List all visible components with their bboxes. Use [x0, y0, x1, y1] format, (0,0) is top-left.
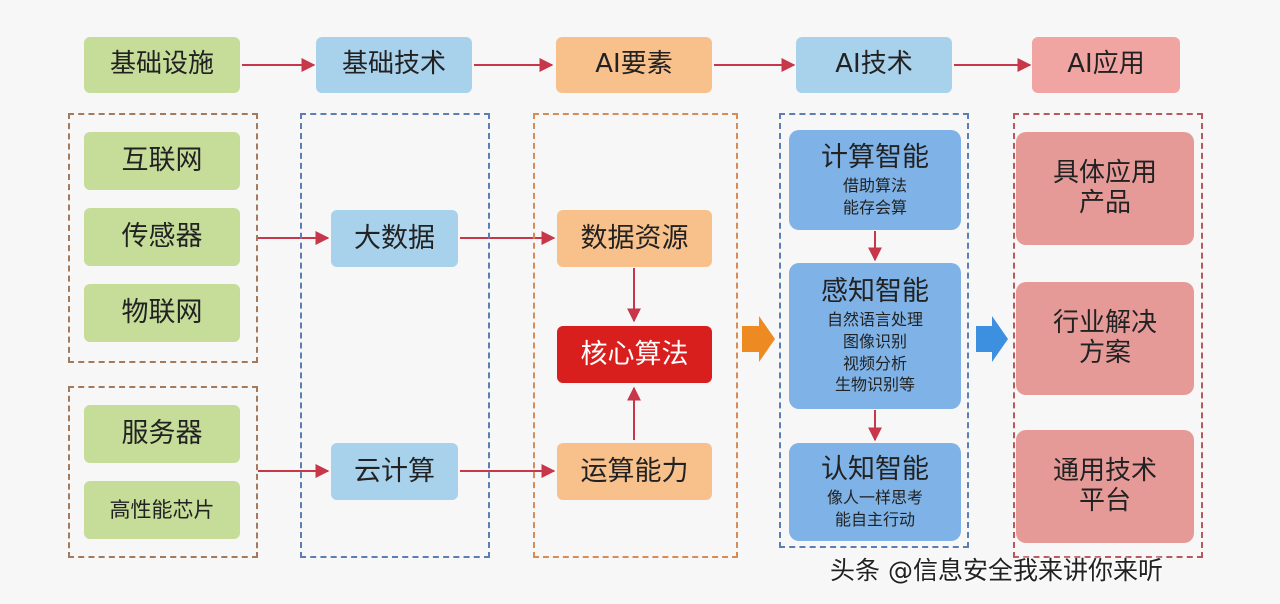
big-arrow-orange — [742, 316, 775, 362]
ai-tech-cognition-intelligence: 认知智能 像人一样思考 能自主行动 — [789, 443, 961, 541]
computing-intelligence-title: 计算智能 — [821, 141, 929, 173]
desc-line: 能存会算 — [842, 197, 907, 217]
base-tech-cloud: 云计算 — [331, 443, 458, 500]
infra-item-sensors: 传感器 — [84, 208, 240, 266]
infrastructure-group-2 — [68, 386, 258, 558]
desc-line: 图像识别 — [842, 331, 907, 351]
desc-line: 视频分析 — [842, 353, 907, 373]
header-base-tech: 基础技术 — [316, 37, 472, 93]
header-ai-elements: AI要素 — [556, 37, 712, 93]
infra-item-internet: 互联网 — [84, 132, 240, 190]
ai-element-data-resources: 数据资源 — [557, 210, 712, 267]
header-infrastructure: 基础设施 — [84, 37, 240, 93]
base-tech-container — [300, 113, 490, 558]
infra-item-chips: 高性能芯片 — [84, 481, 240, 539]
ai-tech-computing-intelligence: 计算智能 借助算法 能存会算 — [789, 130, 961, 230]
desc-line: 像人一样思考 — [826, 487, 923, 507]
ai-tech-perception-intelligence: 感知智能 自然语言处理 图像识别 视频分析 生物识别等 — [789, 263, 961, 409]
base-tech-big-data: 大数据 — [331, 210, 458, 267]
perception-intelligence-desc: 自然语言处理 图像识别 视频分析 生物识别等 — [827, 309, 923, 395]
desc-line: 能自主行动 — [834, 509, 915, 529]
desc-line: 借助算法 — [842, 175, 907, 195]
ai-app-platform: 通用技术 平台 — [1016, 430, 1194, 543]
cognition-intelligence-desc: 像人一样思考 能自主行动 — [827, 487, 923, 530]
infra-item-iot: 物联网 — [84, 284, 240, 342]
ai-app-solutions: 行业解决 方案 — [1016, 282, 1194, 395]
infra-item-servers: 服务器 — [84, 405, 240, 463]
header-ai-tech: AI技术 — [796, 37, 952, 93]
desc-line: 自然语言处理 — [826, 310, 923, 330]
ai-element-core-algorithm: 核心算法 — [557, 326, 712, 383]
header-ai-apps: AI应用 — [1032, 37, 1180, 93]
computing-intelligence-desc: 借助算法 能存会算 — [843, 175, 907, 218]
ai-elements-container — [533, 113, 738, 558]
cognition-intelligence-title: 认知智能 — [821, 453, 929, 485]
desc-line: 生物识别等 — [834, 375, 915, 395]
ai-element-computing-power: 运算能力 — [557, 443, 712, 500]
ai-apps-container — [1013, 113, 1203, 558]
ai-tech-container — [779, 113, 969, 548]
watermark-text: 头条 @信息安全我来讲你来听 — [830, 556, 1163, 585]
ai-app-products: 具体应用 产品 — [1016, 132, 1194, 245]
big-arrow-blue — [976, 316, 1008, 362]
infrastructure-group-1 — [68, 113, 258, 363]
perception-intelligence-title: 感知智能 — [821, 276, 929, 308]
